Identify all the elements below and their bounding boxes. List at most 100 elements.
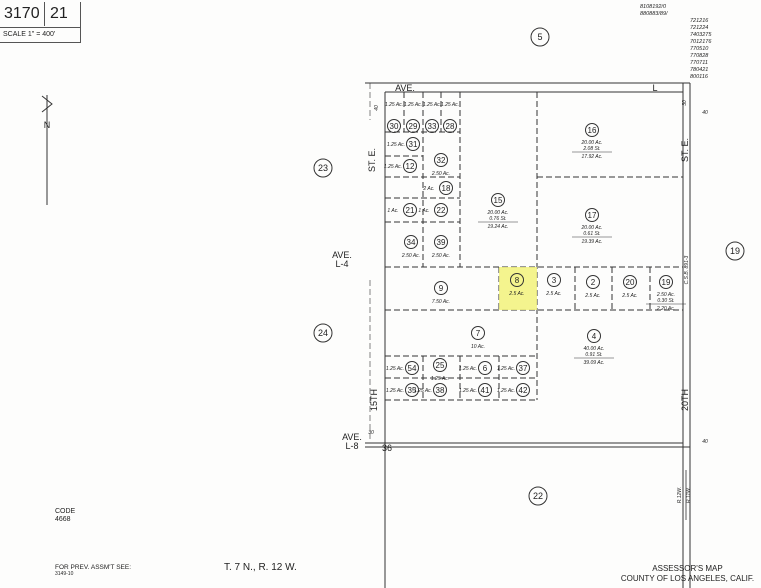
- parcel-21-number: 21: [406, 206, 415, 215]
- parcel-42-number: 42: [519, 386, 528, 395]
- parcel-37-number: 37: [519, 364, 528, 373]
- parcel-54-number: 54: [408, 364, 417, 373]
- north-label: N: [44, 120, 51, 130]
- parcel-29-number-circle: [406, 119, 420, 133]
- recording-note: 880883/89/: [640, 11, 668, 17]
- parcel-8-number: 8: [515, 276, 520, 285]
- parcel-37-number-circle: [516, 361, 530, 375]
- parcel-19-net: 2.20 Ac.: [656, 306, 675, 312]
- adjacent-map-22: 22: [533, 491, 543, 501]
- parcel-2-area: 2.5 Ac.: [584, 293, 600, 299]
- street-ave-top: AVE.: [395, 83, 415, 93]
- parcel-38-area: 1.25 Ac.: [414, 388, 432, 394]
- parcel-18-number: 18: [442, 184, 451, 193]
- adjacent-map-19-circle: [725, 241, 745, 261]
- parcel-32-area: 2.50 Ac.: [431, 171, 450, 177]
- ave-l4-label-2: L-4: [335, 259, 348, 269]
- page-number: 21: [50, 5, 68, 22]
- parcel-30-number-circle: [387, 119, 401, 133]
- recording-note: 770510: [690, 46, 709, 52]
- parcel-15-number: 15: [494, 196, 503, 205]
- highlighted-parcel-8: [499, 267, 537, 310]
- parcel-42-area: 1.25 Ac.: [497, 388, 515, 394]
- parcel-39-area: 2.50 Ac.: [431, 253, 450, 259]
- parcel-2-number: 2: [591, 278, 596, 287]
- code-label: CODE: [55, 508, 76, 515]
- parcel-19-area: 2.50 Ac.: [656, 292, 675, 298]
- parcel-12-area: 1.25 Ac.: [384, 164, 402, 170]
- parcel-4-area: 40.00 Ac.: [584, 346, 605, 352]
- parcel-12-number: 12: [406, 162, 415, 171]
- footer-prev: FOR PREV. ASSM'T SEE: 3149-10: [55, 564, 131, 578]
- parcel-28-number-circle: [443, 119, 457, 133]
- parcel-34-number: 34: [407, 238, 416, 247]
- range-12w: R.12W.: [677, 487, 683, 504]
- parcel-22-number: 22: [437, 206, 446, 215]
- ave-l8-label-2: L-8: [345, 441, 358, 451]
- parcel-35-number: 35: [408, 386, 417, 395]
- parcel-6-number: 6: [483, 364, 488, 373]
- adjacent-map-23: 23: [318, 163, 328, 173]
- adjacent-map-24: 24: [318, 328, 328, 338]
- parcel-35-area: 1.25 Ac.: [386, 388, 404, 394]
- street-20th: 20TH: [680, 389, 690, 411]
- parcel-22-area: 1 Ac.: [418, 208, 429, 214]
- parcel-4-number: 4: [592, 332, 597, 341]
- parcel-3-number-circle: [547, 273, 561, 287]
- parcel-30-area: 1.25 Ac.: [385, 102, 403, 108]
- parcel-31-number: 31: [409, 140, 418, 149]
- ave-l8-label-1: AVE.: [342, 432, 362, 442]
- adjacent-map-22-circle: [528, 486, 548, 506]
- parcel-20-area: 2.5 Ac.: [621, 293, 637, 299]
- range-11w: R.11W.: [686, 487, 692, 503]
- parcel-9-number-circle: [434, 281, 448, 295]
- parcel-41-area: 1.25 Ac.: [459, 388, 477, 394]
- parcel-18-number-circle: [439, 181, 453, 195]
- parcel-16-net: 17.92 Ac.: [582, 154, 603, 160]
- parcel-4-number-circle: [587, 329, 601, 343]
- code-value: 4668: [55, 516, 71, 523]
- parcel-25-area: 1.25 Ac.: [431, 376, 449, 382]
- north-arrow-icon: [41, 95, 53, 113]
- parcel-31-area: 1.25 Ac.: [387, 142, 405, 148]
- parcel-7-area: 10 Ac.: [471, 344, 485, 350]
- parcel-3-number: 3: [552, 276, 557, 285]
- parcel-16-area: 20.00 Ac.: [581, 140, 603, 146]
- parcel-4-street: 0.91 St.: [585, 352, 602, 358]
- parcel-41-number: 41: [481, 386, 490, 395]
- parcel-7-number: 7: [476, 329, 481, 338]
- parcel-16-number: 16: [588, 126, 597, 135]
- parcel-33-area: 1.25 Ac.: [423, 102, 441, 108]
- parcel-8-area: 2.5 Ac.: [508, 291, 524, 297]
- parcel-15-street: 0.76 St.: [489, 216, 506, 222]
- street-15th: 15TH: [369, 389, 379, 411]
- parcel-54-number-circle: [405, 361, 419, 375]
- parcel-2-number-circle: [586, 275, 600, 289]
- prev-assessment-value: 3149-10: [55, 571, 74, 577]
- street-st-e-east: ST. E.: [680, 138, 690, 162]
- parcel-6-area: 1.25 Ac.: [459, 366, 477, 372]
- parcel-17-number-circle: [585, 208, 599, 222]
- recording-note: 780421: [690, 67, 709, 73]
- recording-note: 770711: [690, 60, 708, 66]
- parcel-41-number-circle: [478, 383, 492, 397]
- parcel-21-area: 1 Ac.: [387, 208, 398, 214]
- parcel-17-area: 20.00 Ac.: [581, 225, 603, 231]
- parcel-30-number: 30: [390, 122, 399, 131]
- dim-40-se: 40: [702, 439, 708, 445]
- parcel-7-number-circle: [471, 326, 485, 340]
- dim-40-sw: 30: [368, 430, 374, 436]
- parcel-3-area: 2.5 Ac.: [545, 291, 561, 297]
- map-title-line2: COUNTY OF LOS ANGELES, CALIF.: [620, 574, 755, 583]
- recording-note: 7403275: [690, 32, 712, 38]
- parcel-34-area: 2.50 Ac.: [401, 253, 420, 259]
- parcel-29-number: 29: [409, 122, 418, 131]
- parcel-9-area: 7.50 Ac.: [432, 299, 450, 305]
- book-number: 3170: [4, 5, 40, 22]
- parcel-19-number: 19: [662, 278, 671, 287]
- parcel-33-number: 33: [428, 122, 437, 131]
- adjacent-map-5: 5: [537, 32, 542, 42]
